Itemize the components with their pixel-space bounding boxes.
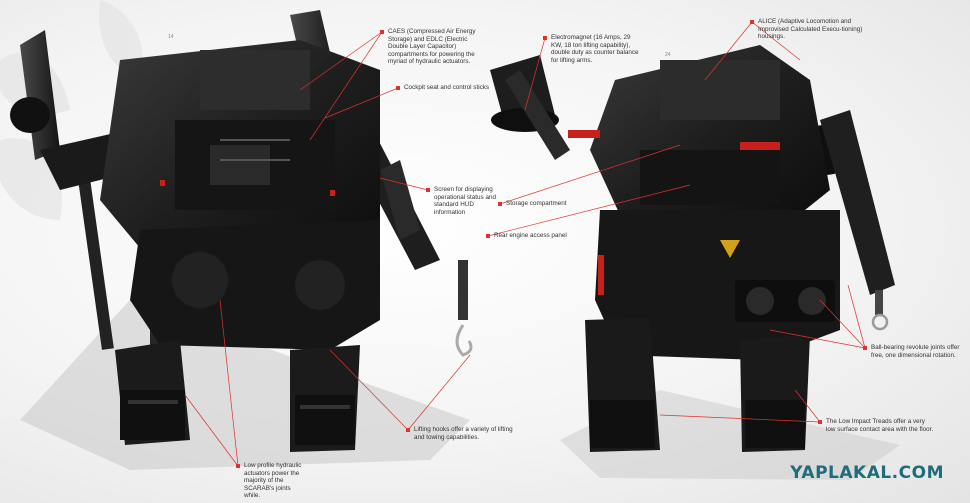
watermark-logo: YAPLAKAL.COM <box>790 463 944 483</box>
callout-hydraulic: Low profile hydraulic actuators power th… <box>236 462 304 500</box>
mech-rear-view <box>490 45 895 452</box>
callout-cockpit: Cockpit seat and control sticks <box>396 84 514 92</box>
electromagnet-arm-rear <box>490 55 570 160</box>
callout-hooks: Lifting hooks offer a variety of lifting… <box>406 426 514 441</box>
torso-rear <box>568 45 830 230</box>
callout-rear-engine: Rear engine access panel <box>486 232 604 240</box>
page-number-right: 24 <box>665 52 671 58</box>
legs-rear <box>585 210 840 452</box>
callout-treads: The Low Impact Treads offer a very low s… <box>818 418 936 433</box>
callout-storage: Storage compartment <box>498 200 596 208</box>
callout-screen: Screen for displaying operational status… <box>426 186 504 216</box>
legs-front <box>115 220 380 452</box>
callout-bearings: Ball-bearing revolute joints offer free,… <box>863 344 970 359</box>
page-number-left: 14 <box>168 34 174 40</box>
mech-front-view <box>10 10 473 452</box>
callout-caes: CAES (Compressed Air Energy Storage) and… <box>380 28 483 66</box>
callout-alice: ALICE (Adaptive Locomotion and Improvise… <box>750 18 868 41</box>
leader-lines <box>184 21 866 467</box>
callout-electromagnet: Electromagnet (16 Amps, 29 KW, 18 ton li… <box>543 34 643 64</box>
torso-front <box>100 40 380 270</box>
